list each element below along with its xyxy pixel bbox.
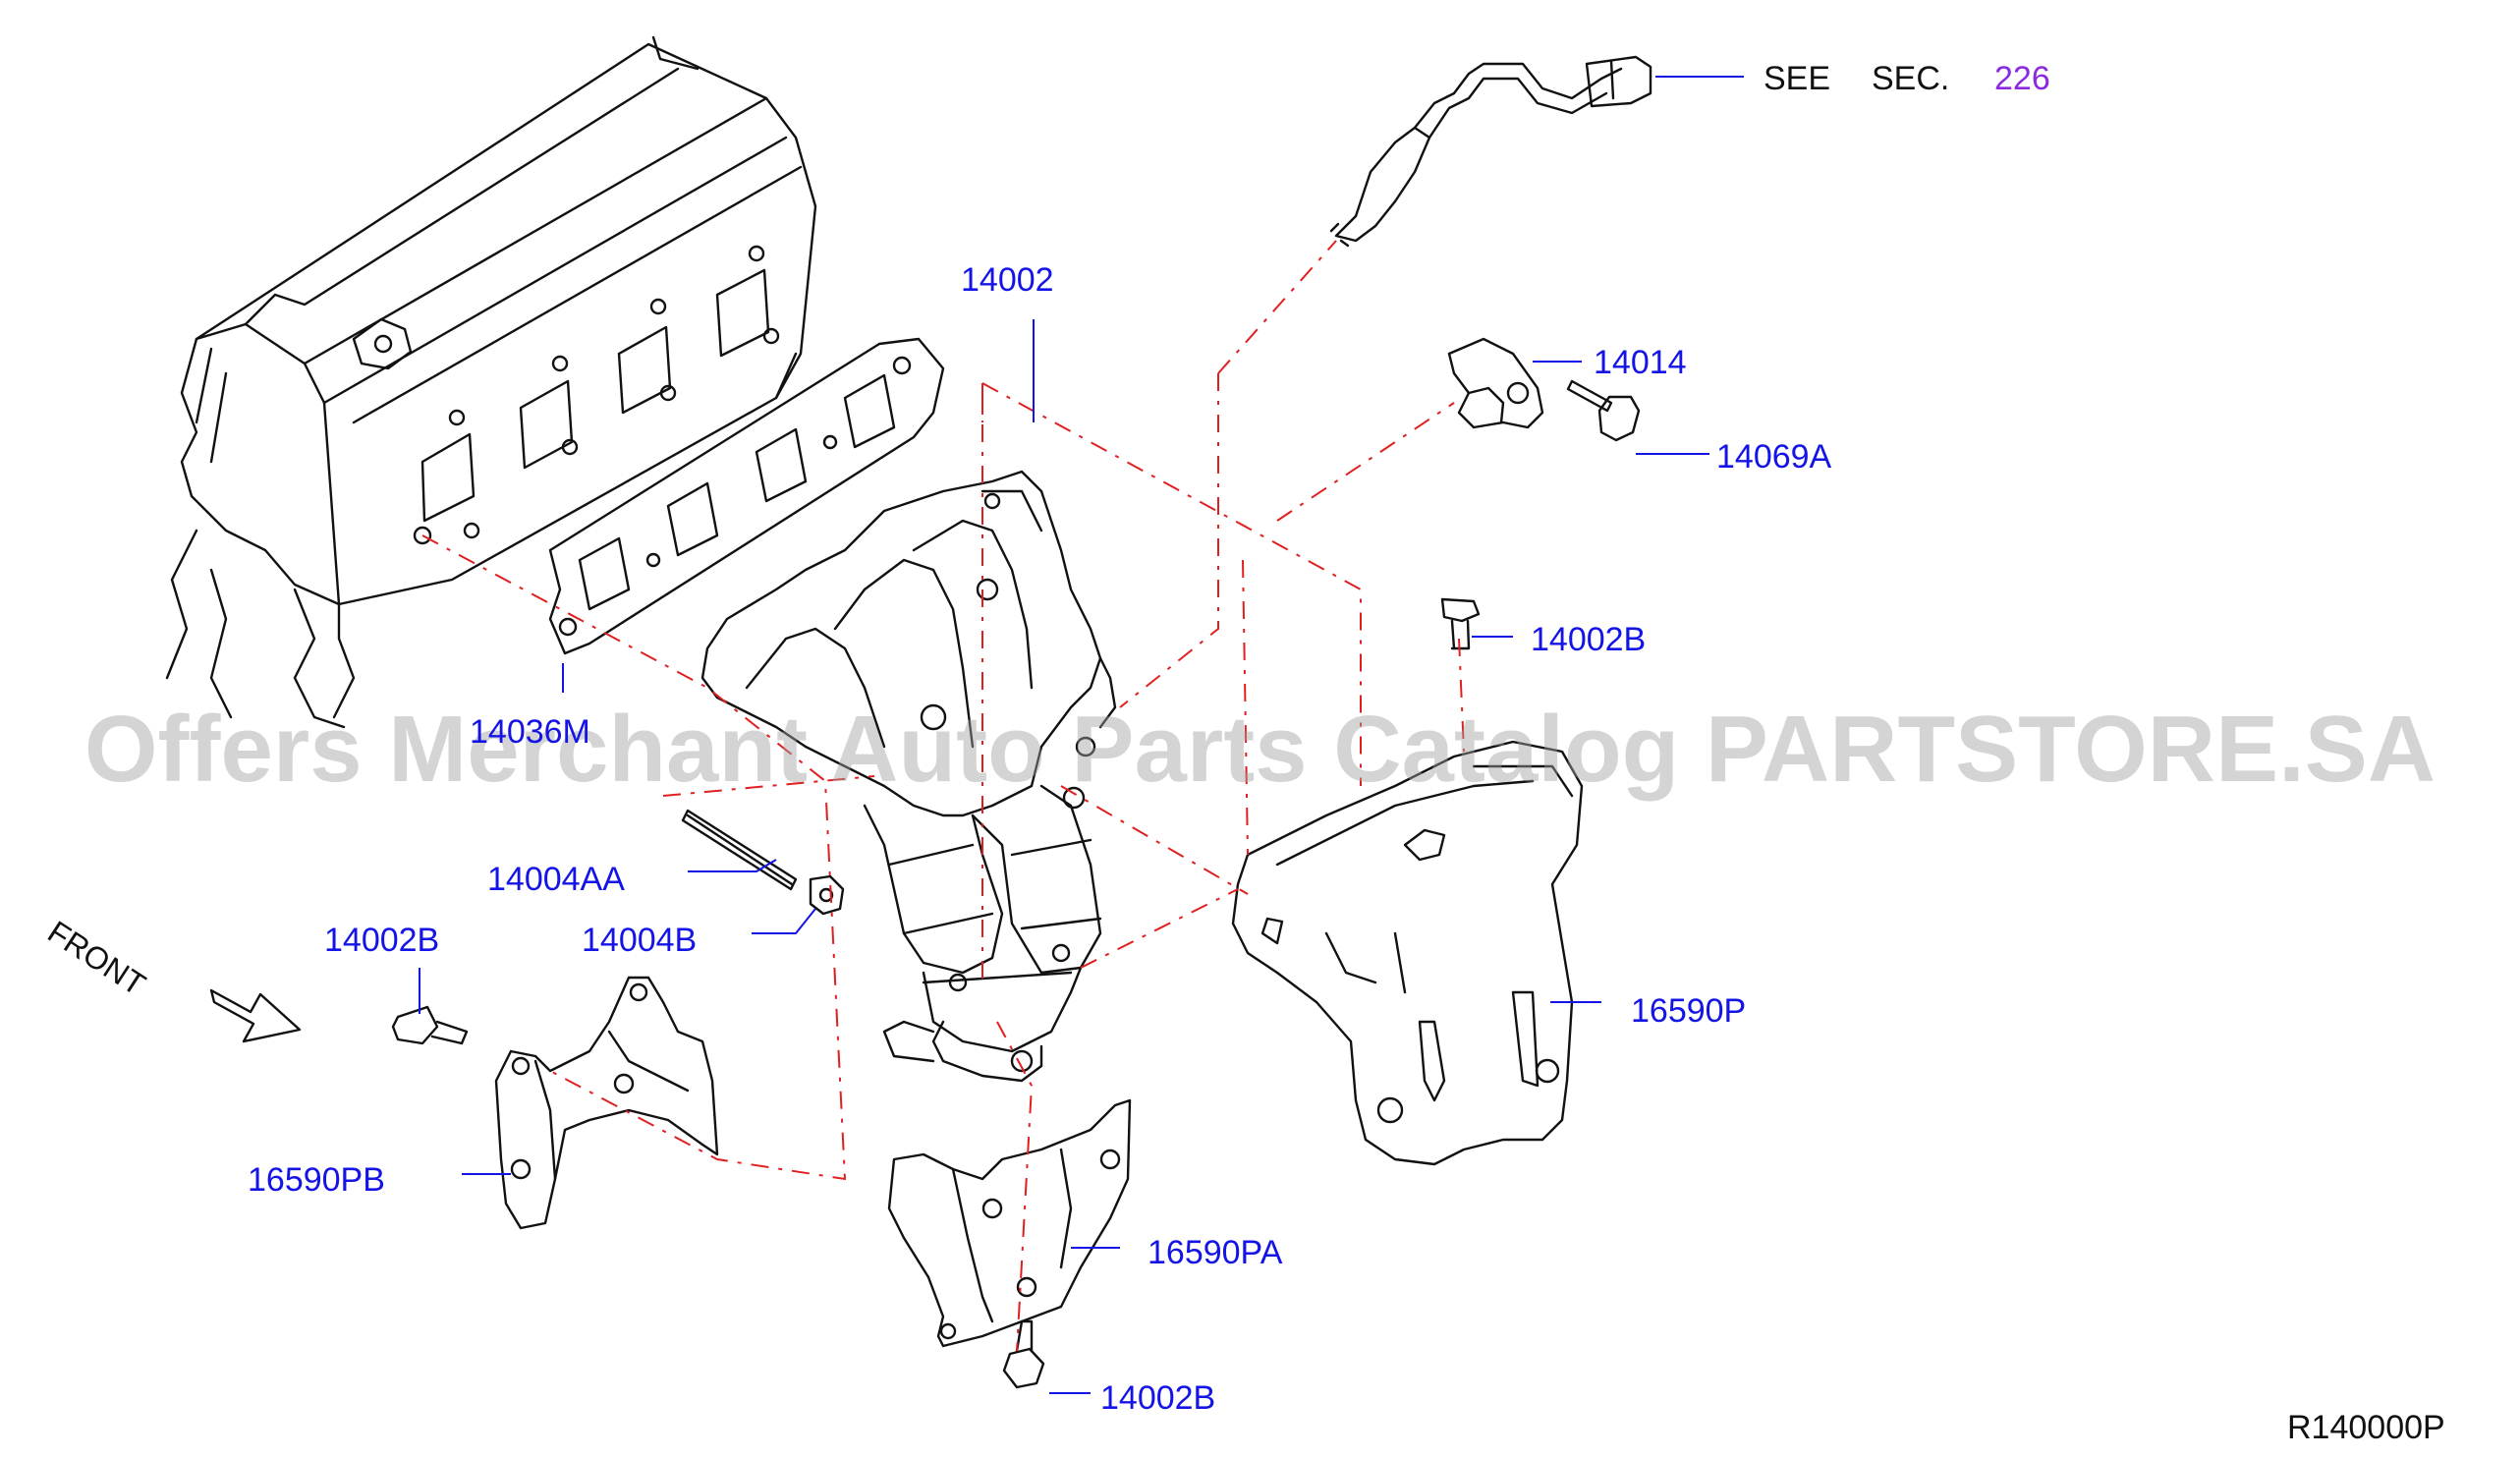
heat-shield-16590pb bbox=[494, 976, 719, 1230]
bolt-14002b-bottom bbox=[1002, 1319, 1045, 1389]
part-label-14002b-left[interactable]: 14002B bbox=[324, 922, 440, 959]
part-label-14004b[interactable]: 14004B bbox=[582, 922, 698, 959]
bolt-14069a bbox=[1566, 379, 1641, 442]
heat-shield-16590p bbox=[1231, 740, 1584, 1166]
section-ref-226[interactable]: 226 bbox=[1994, 60, 2050, 97]
manifold-gasket bbox=[548, 337, 945, 655]
part-label-14002[interactable]: 14002 bbox=[961, 261, 1054, 299]
front-arrow-icon bbox=[209, 988, 302, 1043]
section-text: SEC. bbox=[1872, 60, 1950, 97]
exhaust-manifold bbox=[700, 470, 1117, 1083]
part-label-14069a[interactable]: 14069A bbox=[1716, 438, 1832, 476]
oxygen-sensor bbox=[1329, 55, 1652, 248]
part-label-16590pa[interactable]: 16590PA bbox=[1148, 1234, 1283, 1271]
bolt-14002b-left bbox=[391, 1005, 469, 1045]
part-label-14004aa[interactable]: 14004AA bbox=[487, 861, 625, 898]
part-label-14014[interactable]: 14014 bbox=[1594, 344, 1687, 381]
bolt-14002b-right bbox=[1440, 597, 1481, 650]
part-label-14036m[interactable]: 14036M bbox=[470, 713, 590, 751]
nut-14004b bbox=[809, 874, 845, 916]
part-label-16590pb[interactable]: 16590PB bbox=[248, 1161, 385, 1199]
leader-lines bbox=[419, 76, 1744, 1394]
diagram-code: R140000P bbox=[2287, 1409, 2445, 1446]
phantom-lines bbox=[421, 240, 1465, 1352]
cylinder-head bbox=[165, 35, 817, 729]
heat-shield-16590pa bbox=[887, 1098, 1132, 1348]
part-label-14002b-right[interactable]: 14002B bbox=[1531, 621, 1647, 658]
see-text: SEE bbox=[1764, 60, 1831, 97]
stud-14004aa bbox=[681, 809, 798, 891]
part-label-14002b-bottom[interactable]: 14002B bbox=[1100, 1379, 1216, 1417]
sensor-14014 bbox=[1447, 337, 1544, 429]
part-label-16590p[interactable]: 16590P bbox=[1631, 992, 1747, 1030]
